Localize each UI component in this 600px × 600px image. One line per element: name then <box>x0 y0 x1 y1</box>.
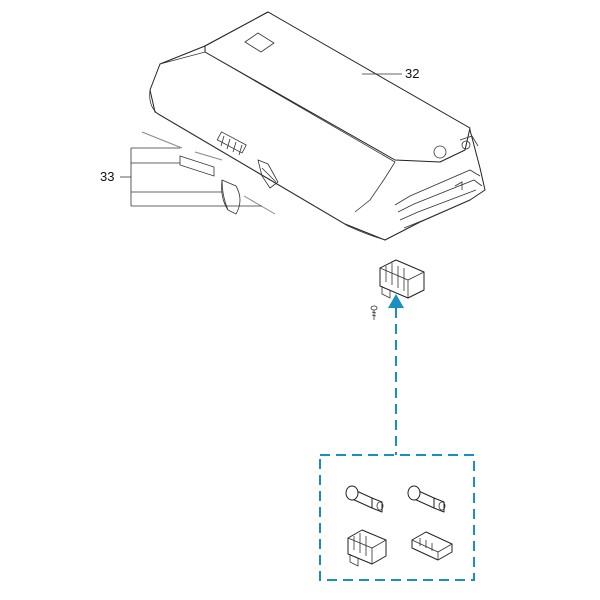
assembly-arrow <box>388 294 404 455</box>
part-32-housing <box>149 11 486 241</box>
part-33-pieces <box>141 131 276 215</box>
up-arrow-icon <box>388 294 404 308</box>
callout-33: 33 <box>100 169 114 184</box>
connector-right <box>411 531 453 561</box>
connector-left <box>347 529 387 567</box>
replacement-parts-box <box>319 454 475 581</box>
plug-right <box>407 485 446 513</box>
plug-left <box>345 485 384 513</box>
part-33-leader <box>120 147 262 207</box>
screw <box>370 305 378 320</box>
connector-block <box>379 259 425 299</box>
callout-32: 32 <box>405 66 419 81</box>
